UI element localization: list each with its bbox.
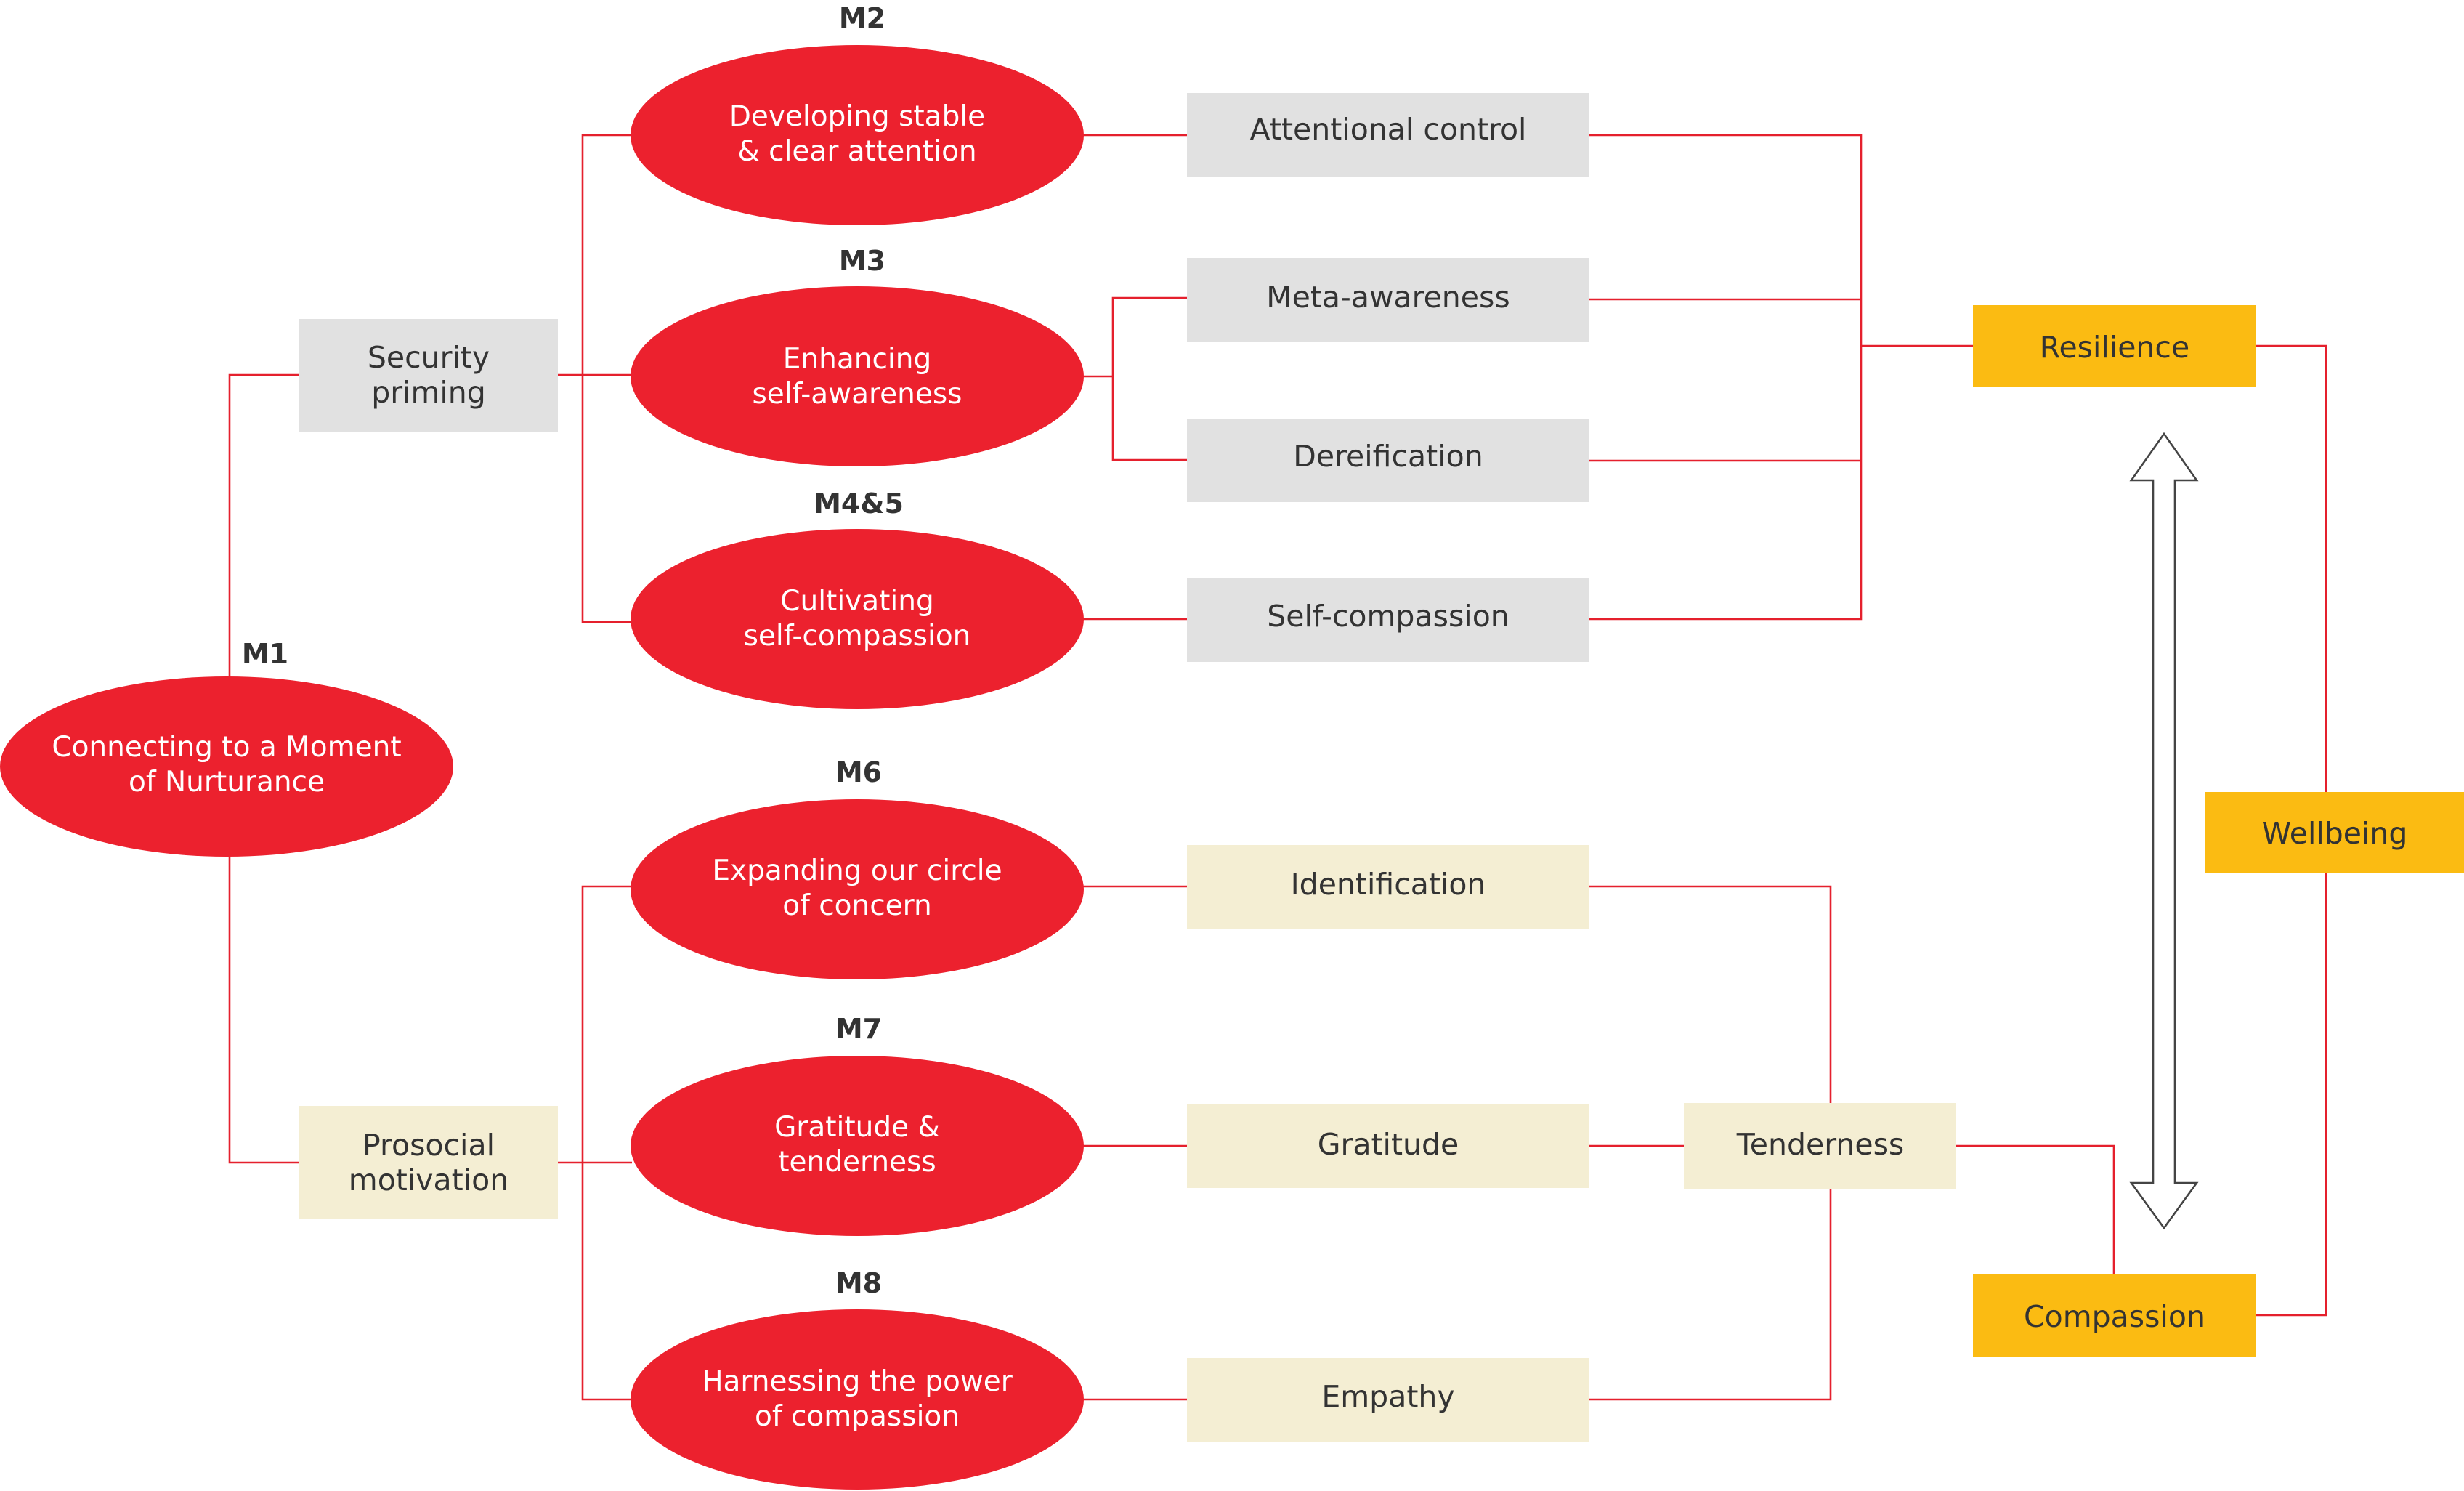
module-ellipse xyxy=(631,286,1084,466)
skill-identification: Identification xyxy=(1187,845,1589,929)
outcome-label: Resilience xyxy=(2040,330,2189,365)
connectors xyxy=(228,134,2327,1401)
skill-box xyxy=(1187,845,1589,929)
pathway-box xyxy=(299,319,558,432)
connector-compassion-wellbeing xyxy=(2256,873,2327,1317)
connector-identification-tenderness xyxy=(1589,885,1832,1103)
skill-label: Dereification xyxy=(1293,439,1483,474)
connector-m3-bracket xyxy=(1111,296,1187,461)
module-ellipse xyxy=(631,45,1084,225)
skill-label: Gratitude xyxy=(1318,1127,1459,1162)
skill-box xyxy=(1187,258,1589,342)
skill-label: Self-compassion xyxy=(1267,599,1509,634)
skill-gratitude: Gratitude xyxy=(1187,1104,1589,1188)
connector-security-bracket xyxy=(581,134,631,623)
skill-empathy: Empathy xyxy=(1187,1358,1589,1442)
module-ellipse xyxy=(631,1056,1084,1236)
skill-label: Meta-awareness xyxy=(1266,280,1510,315)
skill-dereification: Dereification xyxy=(1187,419,1589,502)
skill-box xyxy=(1684,1103,1956,1189)
connector-prosocial-bracket xyxy=(581,885,631,1401)
module-label: M1 xyxy=(242,638,288,670)
skill-label: Identification xyxy=(1291,867,1486,902)
outcome-box xyxy=(1973,1274,2256,1357)
module-title: Developing stable& clear attention xyxy=(729,100,985,168)
double-arrow-icon xyxy=(2129,432,2199,1230)
module-m7: M7 Gratitude &tenderness xyxy=(631,1013,1084,1236)
module-ellipse xyxy=(631,799,1084,979)
skill-label: Tenderness xyxy=(1736,1127,1905,1162)
module-label: M4&5 xyxy=(814,488,904,520)
connector-skills-resilience-bus xyxy=(1589,134,1863,621)
module-ellipse xyxy=(0,676,453,857)
pathway-box xyxy=(299,1106,558,1219)
skill-self-compassion: Self-compassion xyxy=(1187,578,1589,662)
connector-resilience-wellbeing xyxy=(2256,344,2327,792)
skill-box xyxy=(1187,1104,1589,1188)
skill-box xyxy=(1187,419,1589,502)
connector-m1-prosocial xyxy=(228,856,299,1164)
module-ellipse xyxy=(631,529,1084,709)
skill-tenderness: Tenderness xyxy=(1684,1103,1956,1189)
skill-box xyxy=(1187,578,1589,662)
module-m2: M2 Developing stable& clear attention xyxy=(631,2,1084,225)
skill-box xyxy=(1187,1358,1589,1442)
outcome-box xyxy=(2205,792,2464,873)
module-label: M3 xyxy=(839,245,885,277)
skill-attentional-control: Attentional control xyxy=(1187,93,1589,177)
skill-label: Attentional control xyxy=(1250,112,1527,147)
outcome-wellbeing: Wellbeing xyxy=(2205,792,2464,873)
outcome-resilience: Resilience xyxy=(1973,305,2256,387)
outcome-compassion: Compassion xyxy=(1973,1274,2256,1357)
module-label: M8 xyxy=(835,1267,882,1299)
module-title: Gratitude &tenderness xyxy=(774,1111,940,1179)
skill-box xyxy=(1187,93,1589,177)
connector-m1-security xyxy=(228,373,299,677)
skill-label: Empathy xyxy=(1321,1379,1454,1414)
outcome-box xyxy=(1973,305,2256,387)
module-label: M6 xyxy=(835,756,882,788)
module-ellipse xyxy=(631,1309,1084,1490)
connector-tenderness-compassion xyxy=(1956,1144,2115,1274)
outcome-label: Wellbeing xyxy=(2262,816,2408,851)
module-label: M7 xyxy=(835,1013,882,1045)
outcome-label: Compassion xyxy=(2024,1299,2205,1334)
skill-meta-awareness: Meta-awareness xyxy=(1187,258,1589,342)
connector-empathy-tenderness xyxy=(1589,1189,1832,1401)
module-label: M2 xyxy=(839,2,885,34)
